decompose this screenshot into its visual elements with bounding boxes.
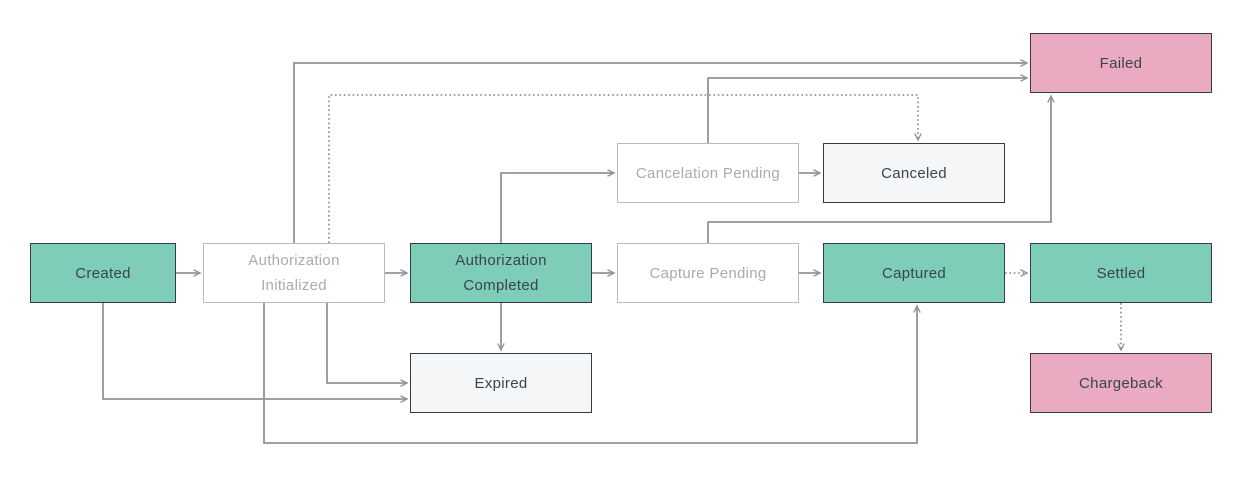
state-label: Captured [881, 264, 947, 282]
state-label: Authorization Initialized [248, 252, 340, 294]
state-label: Created [75, 264, 131, 282]
state-node-failed: Failed [1030, 33, 1212, 93]
state-node-cancelation-pending: Cancelation Pending [617, 143, 799, 203]
state-label: Chargeback [1079, 374, 1163, 392]
state-node-chargeback: Chargeback [1030, 353, 1212, 413]
state-label: Expired [474, 374, 528, 392]
state-node-capture-pending: Capture Pending [617, 243, 799, 303]
state-node-expired: Expired [410, 353, 592, 413]
edge-authorization-completed-to-cancelation-pending [500, 169, 616, 243]
edge-created-to-expired [102, 303, 409, 403]
state-label: Settled [1096, 264, 1146, 282]
state-node-authorization-completed: Authorization Completed [410, 243, 592, 303]
edge-authorization-initialized-to-expired [326, 303, 409, 387]
state-node-authorization-initialized: Authorization Initialized [203, 243, 385, 303]
state-label: Capture Pending [649, 264, 767, 282]
edge-authorization-initialized-to-failed [293, 59, 1029, 243]
state-node-canceled: Canceled [823, 143, 1005, 203]
state-label: Cancelation Pending [635, 164, 781, 182]
edge-cancelation-pending-to-failed [707, 74, 1029, 143]
state-node-captured: Captured [823, 243, 1005, 303]
state-node-settled: Settled [1030, 243, 1212, 303]
edge-capture-pending-to-failed [707, 94, 1055, 243]
state-node-created: Created [30, 243, 176, 303]
edge-authorization-initialized-to-captured [263, 303, 921, 444]
state-label: Canceled [881, 164, 947, 182]
state-label: Failed [1099, 54, 1143, 72]
state-label: Authorization Completed [455, 252, 547, 294]
